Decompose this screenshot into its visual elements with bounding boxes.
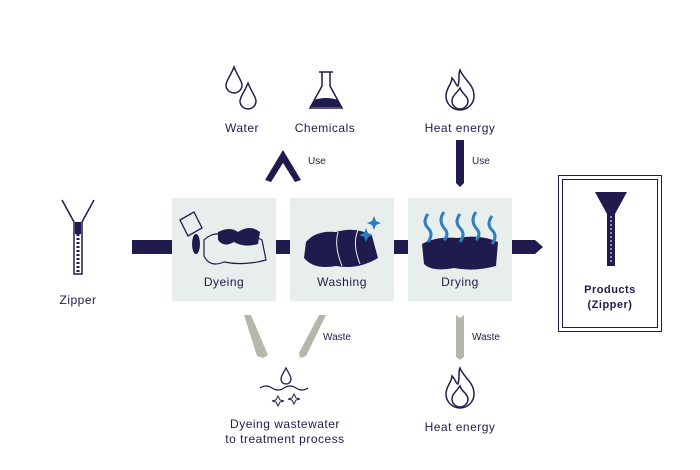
waste-label: Waste: [323, 332, 351, 343]
washing-icon: [304, 216, 381, 267]
heat-energy-output-label: Heat energy: [424, 420, 496, 434]
zipper-icon: [61, 199, 95, 275]
product-frame: Products (Zipper): [558, 175, 662, 332]
step-washing: Washing: [290, 198, 394, 301]
wastewater-label-line2: to treatment process: [225, 432, 345, 446]
flame-output-icon: [445, 366, 475, 409]
use-label: Use: [308, 156, 326, 167]
step-label: Drying: [441, 275, 479, 289]
product-label-line1: Products: [584, 284, 636, 296]
wastewater-label-line1: Dyeing wastewater: [230, 417, 340, 431]
flame-icon: [445, 68, 475, 111]
step-label: Dyeing: [203, 275, 245, 289]
water-label: Water: [224, 121, 260, 135]
product-label-line2: (Zipper): [587, 299, 633, 311]
dyeing-icon: [179, 211, 267, 265]
chemicals-label: Chemicals: [294, 121, 356, 135]
step-drying: Drying: [408, 198, 512, 301]
product-zipper-icon: [595, 192, 627, 266]
heat-energy-input-label: Heat energy: [424, 121, 496, 135]
drying-icon: [422, 211, 498, 270]
wastewater-icon: [259, 366, 309, 408]
zipper-label: Zipper: [59, 293, 97, 307]
step-label: Washing: [317, 275, 367, 289]
waste-label: Waste: [472, 332, 500, 343]
water-drops-icon: [225, 64, 257, 110]
use-label: Use: [472, 156, 490, 167]
flask-icon: [308, 71, 344, 109]
product-inner-frame: [562, 179, 658, 328]
step-dyeing: Dyeing: [172, 198, 276, 301]
